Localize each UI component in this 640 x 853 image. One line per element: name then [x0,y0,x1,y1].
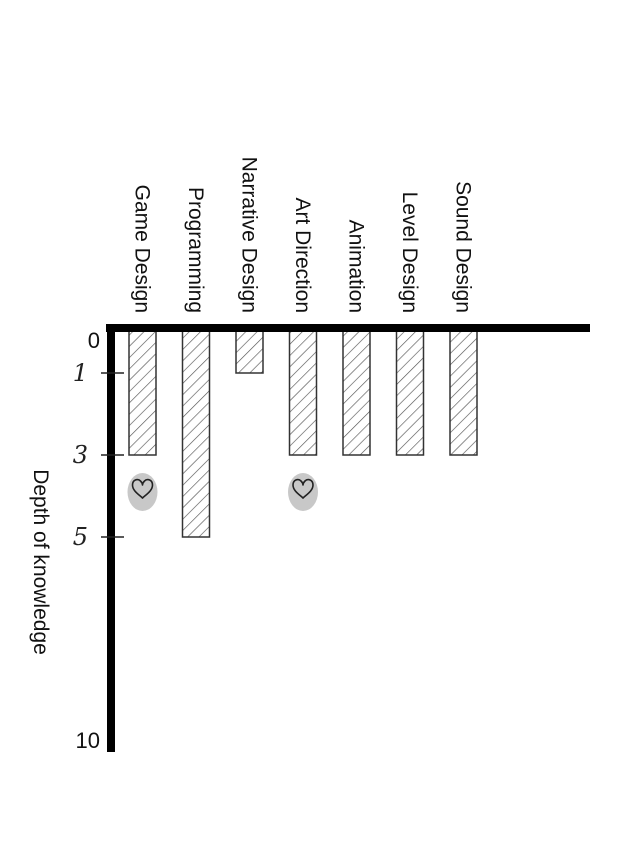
y-axis-label: Depth of knowledge [29,469,52,655]
category-label-art-direction: Art Direction [291,197,314,313]
category-label-programming: Programming [184,187,207,313]
bar-narrative-design [235,329,264,374]
tick-label-5: 5 [73,523,88,551]
category-label-game-design: Game Design [131,185,154,313]
bar-animation [342,329,371,456]
tick-label-0: 0 [88,328,100,353]
bar-sound-design [449,329,478,456]
category-label-animation: Animation [345,220,368,313]
tick-label-3: 3 [73,441,88,469]
bar-art-direction [288,329,318,456]
category-label-narrative-design: Narrative Design [238,157,261,313]
bar-game-design [128,329,157,456]
category-label-sound-design: Sound Design [452,181,475,313]
bar-programming [181,329,211,538]
heart-icon [127,473,158,511]
bar-level-design [395,329,425,456]
tick-label-1: 1 [73,359,88,387]
heart-icon [288,473,318,511]
tick-label-10: 10 [76,728,100,753]
category-label-level-design: Level Design [398,192,421,313]
